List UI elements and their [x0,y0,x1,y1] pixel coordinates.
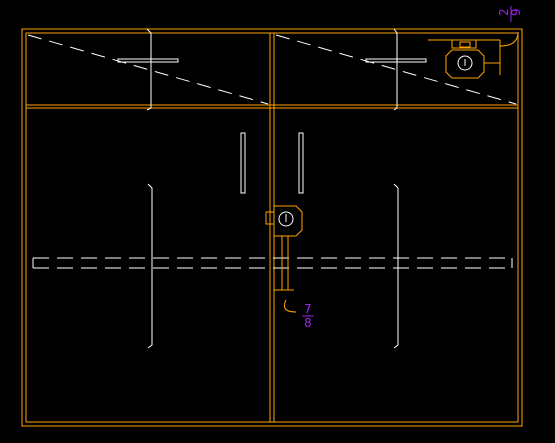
lower-edge-right [393,183,399,349]
hinge-icon [428,31,519,79]
hinge-body [445,49,485,79]
annotation-center-num: 7 [304,302,312,316]
handle-icon [298,132,304,194]
outer-frame [21,28,523,427]
glass-hatch [27,34,517,105]
hinge-slot [459,41,471,48]
glass-diagonal-left [27,34,269,105]
hinge-cylinder [457,55,473,71]
lock-cylinder [278,211,294,227]
lock-body [273,205,303,237]
annotation-top-den: 9 [509,8,523,16]
annotation-top-right: 2 9 [497,6,523,22]
handle-upper-right [365,58,427,63]
lower-handles [240,132,304,194]
shelf-ends [32,258,513,268]
glass-diagonal-right [275,34,517,105]
hinge-plate [451,39,477,49]
annotation-top-num: 2 [497,8,511,16]
handle-icon [240,132,246,194]
upper-handles [117,58,427,63]
upper-edge-right [393,28,398,111]
lock-icon [265,205,303,313]
handle-upper-left [117,58,179,63]
door-edge-lines [146,28,399,349]
upper-edge-left [146,28,152,111]
inner-frame [25,32,519,423]
annotation-center: 7 8 [302,302,314,330]
lower-edge-left [147,183,153,349]
dashed-shelf [33,257,512,269]
hinge-leader-hook [499,31,519,47]
annotation-center-den: 8 [304,316,312,330]
lock-leader-hook [283,299,297,313]
